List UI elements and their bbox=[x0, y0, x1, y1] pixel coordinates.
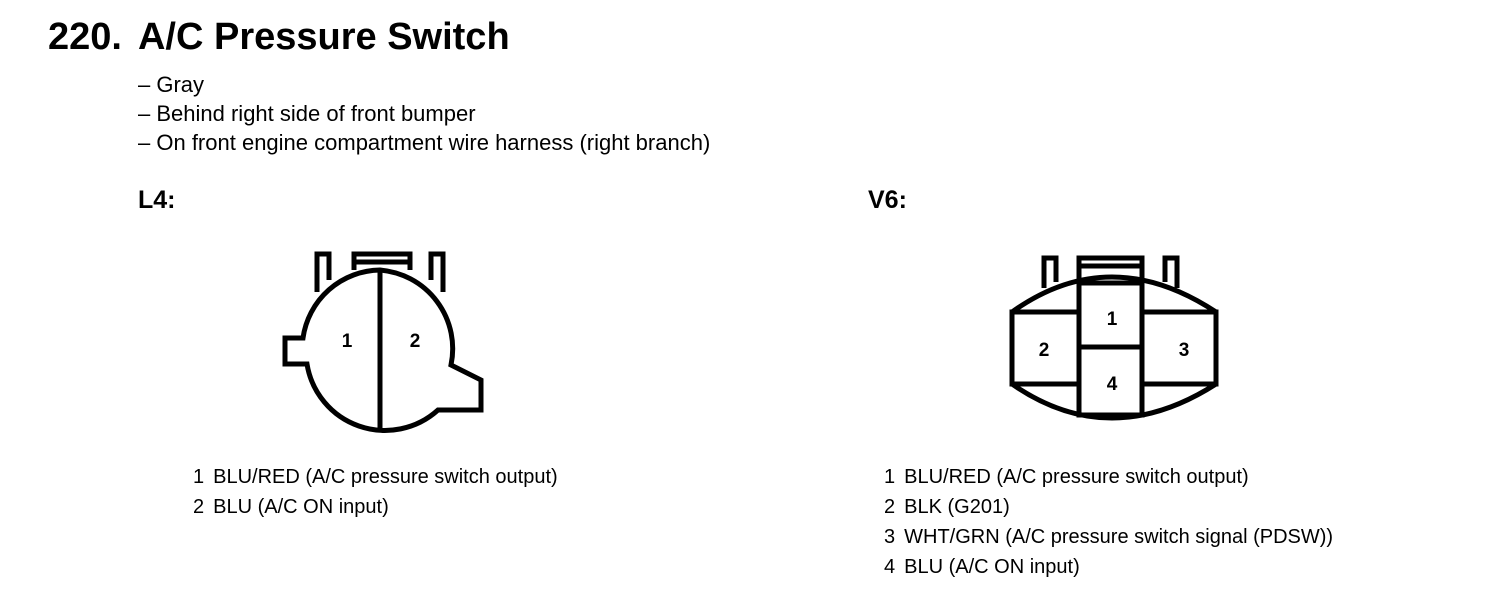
l4-pin-row: 1 BLU/RED (A/C pressure switch output) bbox=[193, 462, 558, 492]
v6-pin-row: 4 BLU (A/C ON input) bbox=[884, 552, 1333, 582]
variant-label-v6: V6: bbox=[868, 186, 907, 214]
connector-notes: Gray Behind right side of front bumper O… bbox=[138, 70, 710, 157]
v6-cavity-3-number: 3 bbox=[1179, 340, 1190, 361]
l4-cavity-1-number: 1 bbox=[342, 331, 353, 352]
note-harness: On front engine compartment wire harness… bbox=[138, 128, 710, 157]
pin-description: WHT/GRN (A/C pressure switch signal (PDS… bbox=[904, 526, 1334, 548]
connector-name: A/C Pressure Switch bbox=[137, 16, 510, 58]
v6-cavity-2-number: 2 bbox=[1039, 340, 1050, 361]
pin-number: 4 bbox=[884, 556, 896, 578]
pin-description: BLU/RED (A/C pressure switch output) bbox=[904, 466, 1249, 488]
pin-description: BLU/RED (A/C pressure switch output) bbox=[213, 466, 558, 488]
l4-pin-row: 2 BLU (A/C ON input) bbox=[193, 492, 558, 522]
v6-pin-row: 3 WHT/GRN (A/C pressure switch signal (PD… bbox=[884, 522, 1333, 552]
pin-description: BLU (A/C ON input) bbox=[904, 556, 1080, 578]
v6-pin-row: 1 BLU/RED (A/C pressure switch output) bbox=[884, 462, 1333, 492]
l4-housing-outline bbox=[282, 267, 484, 433]
v6-cavity-3 bbox=[1139, 309, 1219, 387]
v6-right-latch-tab bbox=[1162, 255, 1180, 288]
pin-number: 2 bbox=[193, 496, 205, 518]
v6-cavity-1-number: 1 bbox=[1107, 309, 1118, 330]
l4-left-latch-tab bbox=[314, 251, 332, 292]
pin-description: BLK (G201) bbox=[904, 496, 1010, 518]
note-location: Behind right side of front bumper bbox=[138, 99, 710, 128]
v6-cavity-2 bbox=[1009, 309, 1082, 387]
pin-description: BLU (A/C ON input) bbox=[213, 496, 389, 518]
l4-cavity-2-number: 2 bbox=[410, 331, 421, 352]
v6-cavity-4-number: 4 bbox=[1107, 374, 1118, 395]
pin-number: 3 bbox=[884, 526, 896, 548]
page-title: 220. A/C Pressure Switch bbox=[48, 16, 510, 59]
pin-number: 2 bbox=[884, 496, 896, 518]
v6-pin-row: 2 BLK (G201) bbox=[884, 492, 1333, 522]
v6-connector-diagram: 1 2 3 4 bbox=[1009, 255, 1219, 421]
l4-right-latch-tab bbox=[428, 251, 446, 292]
v6-latch-box bbox=[1076, 255, 1145, 283]
l4-connector-diagram: 1 2 bbox=[282, 251, 484, 433]
variant-label-l4: L4: bbox=[138, 186, 176, 214]
pin-number: 1 bbox=[193, 466, 205, 488]
note-color: Gray bbox=[138, 70, 710, 99]
v6-left-latch-tab bbox=[1041, 255, 1059, 288]
connector-number: 220. bbox=[48, 16, 122, 58]
pin-number: 1 bbox=[884, 466, 896, 488]
